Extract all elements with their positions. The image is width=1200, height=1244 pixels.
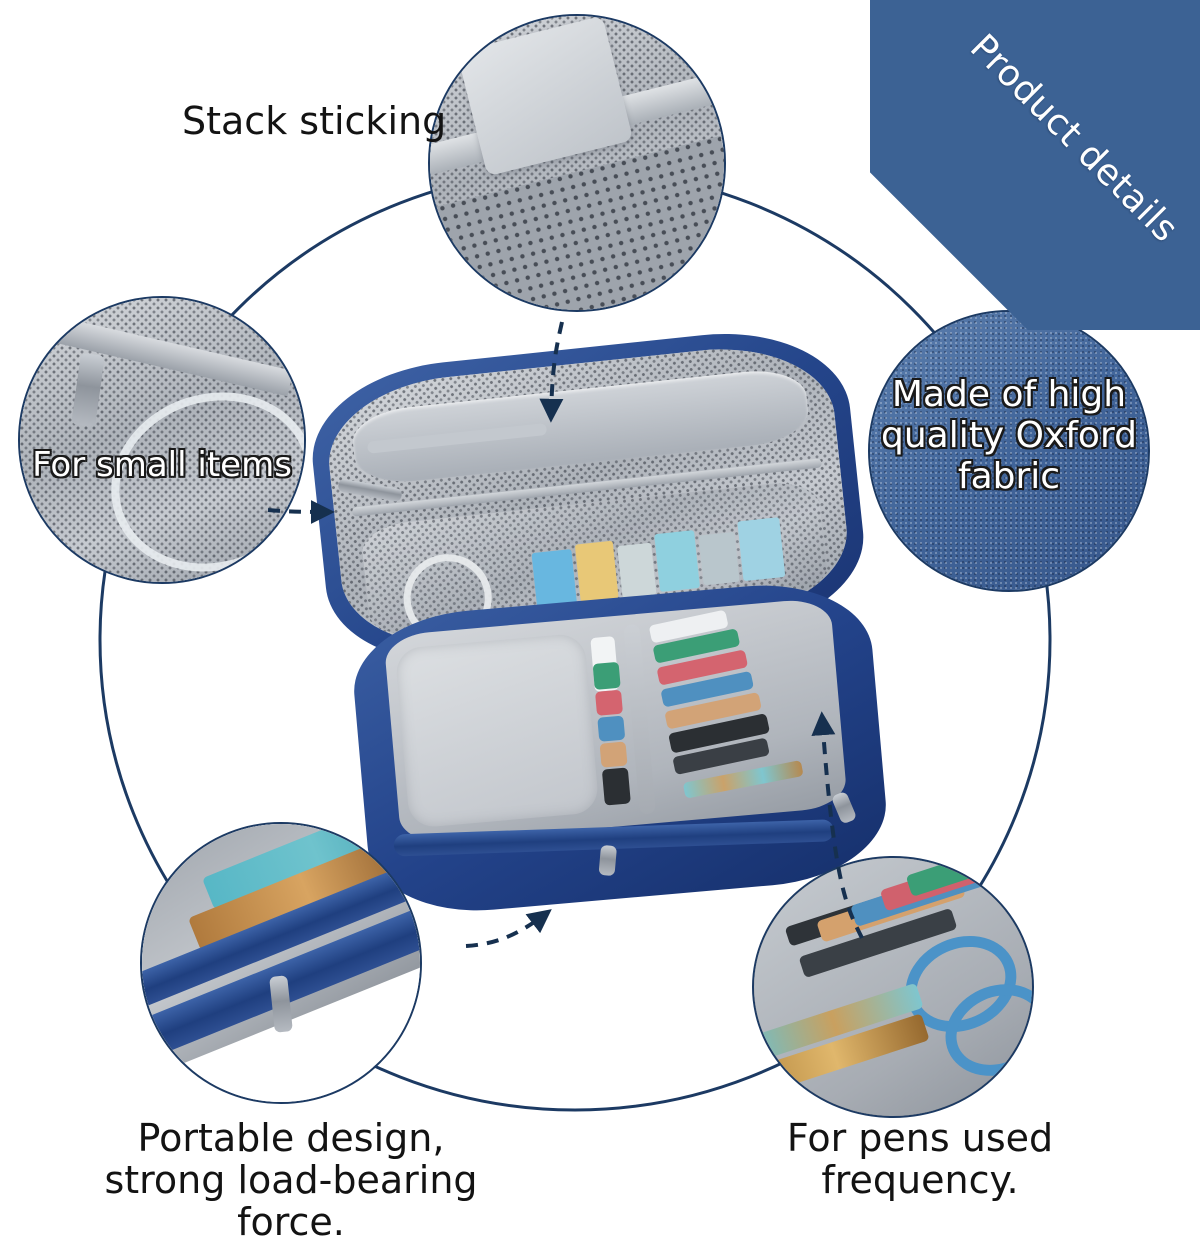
- callout-caption: For small items: [32, 445, 292, 485]
- callout-stack-sticking: [428, 14, 726, 312]
- infographic-canvas: For small items Made of high quality Oxf…: [0, 0, 1200, 1200]
- callout-for-small-items: For small items: [18, 296, 306, 584]
- label-portable-design: Portable design, strong load-bearing for…: [104, 1116, 478, 1244]
- callout-oxford-fabric: Made of high quality Oxford fabric: [868, 310, 1150, 592]
- arrow-connectors: [267, 321, 864, 948]
- label-stack-sticking: Stack sticking: [182, 99, 447, 143]
- callout-caption: Made of high quality Oxford fabric: [881, 374, 1137, 498]
- denim-texture: [870, 312, 1148, 590]
- callout-pens-frequency: [752, 856, 1034, 1118]
- label-pens-frequency: For pens used frequency.: [786, 1116, 1054, 1202]
- callout-portable-design: [140, 822, 422, 1104]
